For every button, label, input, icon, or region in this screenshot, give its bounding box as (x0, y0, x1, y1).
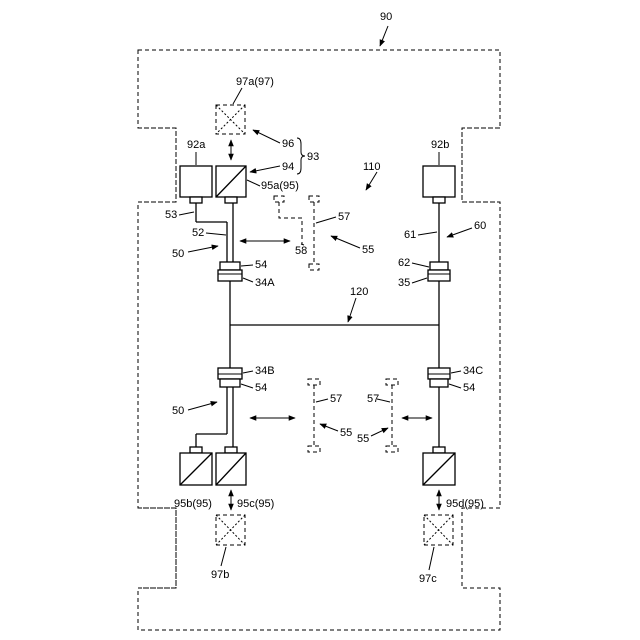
connector-34A (218, 262, 242, 281)
label-62: 62 (398, 257, 410, 269)
label-34A: 34A (255, 277, 275, 289)
label-92b: 92b (431, 139, 449, 151)
label-90: 90 (380, 11, 392, 23)
component-57-bottom-right (386, 379, 398, 452)
label-95c: 95c(95) (237, 498, 274, 510)
label-54-b: 54 (255, 382, 267, 394)
label-34C: 34C (463, 365, 483, 377)
wheel-front-left (138, 128, 176, 202)
label-55-bl: 55 (340, 427, 352, 439)
box-95c (216, 453, 246, 485)
label-55-br: 55 (357, 433, 369, 445)
box-92a (180, 166, 212, 197)
label-34B: 34B (255, 365, 275, 377)
label-60: 60 (474, 220, 486, 232)
label-93: 93 (307, 151, 319, 163)
label-61: 61 (404, 229, 416, 241)
component-57-top (274, 196, 319, 270)
label-57-top: 57 (338, 211, 350, 223)
label-58: 58 (295, 245, 307, 257)
box-92b (423, 166, 455, 197)
label-94: 94 (282, 161, 294, 173)
label-57-bl: 57 (330, 393, 342, 405)
trunk-120 (230, 281, 439, 368)
unit-97a (216, 105, 245, 134)
connector-34B (218, 368, 242, 387)
label-95b: 95b(95) (174, 498, 212, 510)
label-120: 120 (350, 286, 368, 298)
label-55-top: 55 (362, 244, 374, 256)
vehicle-outline (138, 50, 500, 630)
label-95d: 95d(95) (446, 498, 484, 510)
label-96: 96 (282, 138, 294, 150)
label-97b: 97b (211, 569, 229, 581)
connector-35 (428, 262, 450, 281)
wheel-front-right (462, 128, 500, 202)
harness-rear-left (196, 387, 233, 447)
label-54-a: 54 (255, 259, 267, 271)
label-50-top: 50 (172, 248, 184, 260)
label-35: 35 (398, 277, 410, 289)
connector-34C (428, 368, 450, 387)
label-50-bot: 50 (172, 405, 184, 417)
wheel-rear-right (462, 508, 500, 588)
label-95a: 95a(95) (261, 180, 299, 192)
label-52: 52 (192, 227, 204, 239)
label-97c: 97c (419, 573, 437, 585)
box-95d (423, 453, 455, 485)
label-54-c: 54 (463, 382, 475, 394)
box-95a (216, 166, 246, 197)
unit-97c (424, 515, 453, 545)
unit-97b (216, 515, 245, 545)
label-110: 110 (363, 161, 381, 173)
component-57-bottom-left (308, 379, 320, 452)
label-92a: 92a (187, 139, 206, 151)
wheel-rear-left (138, 508, 176, 588)
label-97a: 97a(97) (236, 76, 274, 88)
label-53: 53 (165, 209, 177, 221)
box-95b (180, 453, 212, 485)
